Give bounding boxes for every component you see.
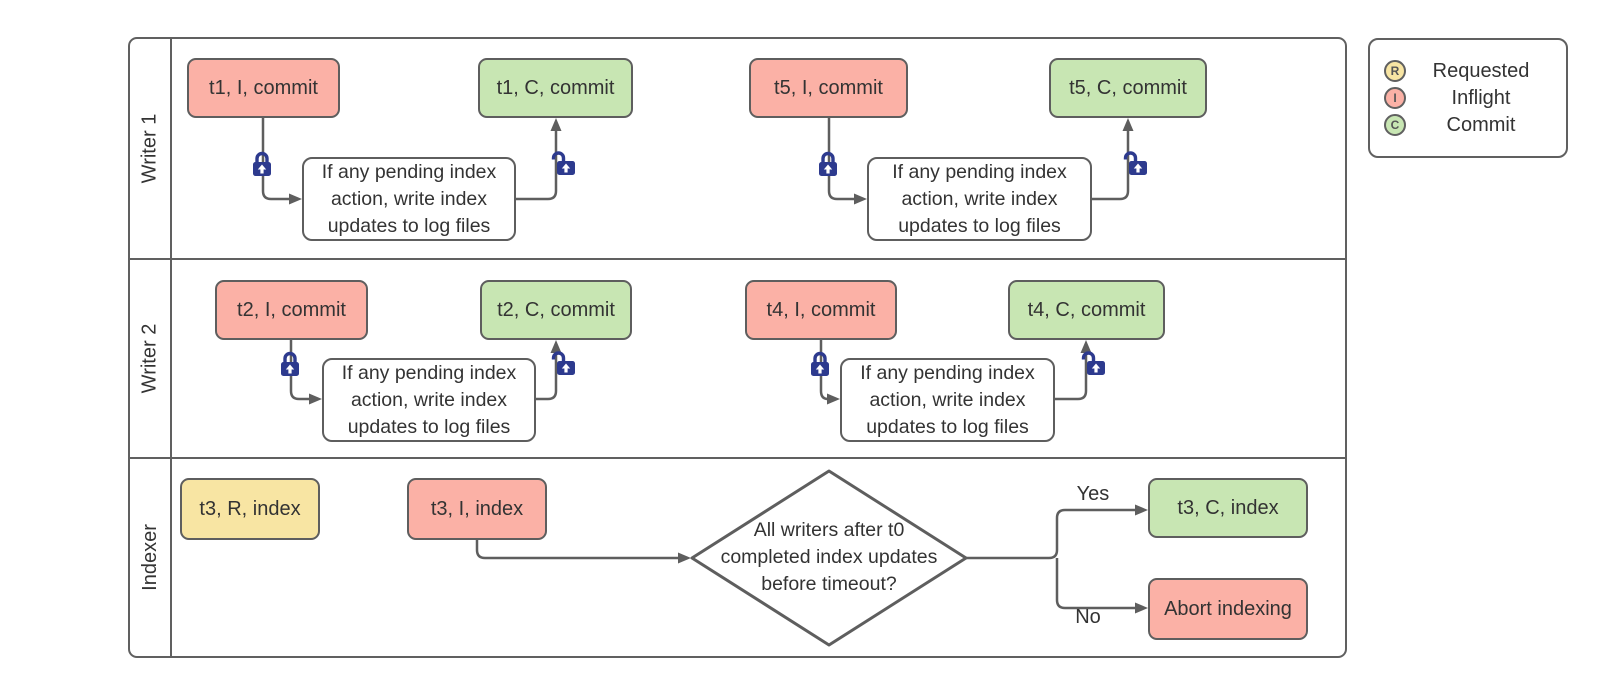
process-note-line: If any pending index bbox=[321, 160, 497, 183]
process-note-line: If any pending index bbox=[892, 160, 1067, 183]
decision-line: completed index updates bbox=[720, 546, 938, 568]
state-t4-commit: t4, C, commit bbox=[1008, 280, 1165, 340]
lane-writer1-label: Writer 1 bbox=[138, 113, 161, 184]
state-t5-commit: t5, C, commit bbox=[1049, 58, 1207, 118]
legend: R Requested I Inflight C Commit bbox=[1368, 38, 1568, 158]
lane-writer2-header: Writer 2 bbox=[130, 260, 172, 457]
process-note-writer1-b: If any pending index action, write index… bbox=[867, 157, 1092, 241]
state-t1-commit: t1, C, commit bbox=[478, 58, 633, 118]
lane-indexer: Indexer bbox=[130, 457, 1345, 656]
process-note-line: updates to log files bbox=[866, 415, 1029, 438]
lane-writer2-label: Writer 2 bbox=[138, 323, 161, 394]
open-lock-icon bbox=[1123, 151, 1147, 175]
lane-indexer-header: Indexer bbox=[130, 459, 172, 656]
open-lock-icon bbox=[551, 351, 575, 375]
state-t1-inflight: t1, I, commit bbox=[187, 58, 340, 118]
commit-state-icon: C bbox=[1384, 114, 1406, 136]
decision-label: All writers after t0 completed index upd… bbox=[714, 517, 944, 598]
process-note-writer1-a: If any pending index action, write index… bbox=[302, 157, 516, 241]
open-lock-icon bbox=[551, 151, 575, 175]
legend-row-requested: R Requested bbox=[1384, 58, 1556, 85]
process-note-line: action, write index bbox=[330, 187, 488, 210]
no-edge-label: No bbox=[1075, 606, 1101, 628]
process-note-line: If any pending index bbox=[341, 361, 517, 384]
state-t5-inflight: t5, I, commit bbox=[749, 58, 908, 118]
state-t4-inflight: t4, I, commit bbox=[745, 280, 897, 340]
requested-state-icon: R bbox=[1384, 60, 1406, 82]
yes-edge-label: Yes bbox=[1076, 483, 1110, 505]
process-note-writer2-a: If any pending index action, write index… bbox=[322, 358, 536, 442]
process-note-line: action, write index bbox=[901, 187, 1058, 210]
inflight-state-icon: I bbox=[1384, 87, 1406, 109]
state-abort-indexing: Abort indexing bbox=[1148, 578, 1308, 640]
closed-lock-icon bbox=[811, 351, 829, 376]
closed-lock-icon bbox=[253, 151, 271, 176]
decision-line: before timeout? bbox=[761, 573, 897, 595]
legend-row-inflight: I Inflight bbox=[1384, 85, 1556, 112]
state-t3-inflight: t3, I, index bbox=[407, 478, 547, 540]
process-note-line: updates to log files bbox=[327, 214, 491, 237]
legend-label-inflight: Inflight bbox=[1451, 86, 1511, 109]
process-note-line: action, write index bbox=[350, 388, 508, 411]
legend-row-commit: C Commit bbox=[1384, 112, 1556, 139]
decision-line: All writers after t0 bbox=[753, 519, 905, 541]
state-t3-requested: t3, R, index bbox=[180, 478, 320, 540]
state-t3-commit: t3, C, index bbox=[1148, 478, 1308, 538]
legend-label-requested: Requested bbox=[1432, 59, 1530, 82]
legend-label-commit: Commit bbox=[1446, 113, 1516, 136]
closed-lock-icon bbox=[819, 151, 837, 176]
process-note-line: updates to log files bbox=[898, 214, 1061, 237]
closed-lock-icon bbox=[281, 351, 299, 376]
state-t2-commit: t2, C, commit bbox=[480, 280, 632, 340]
open-lock-icon bbox=[1081, 351, 1105, 375]
lane-writer2: Writer 2 bbox=[130, 258, 1345, 457]
lane-indexer-label: Indexer bbox=[138, 524, 161, 591]
lane-writer1: Writer 1 bbox=[130, 39, 1345, 258]
process-note-line: updates to log files bbox=[347, 415, 511, 438]
process-note-line: If any pending index bbox=[860, 361, 1035, 384]
lane-writer1-header: Writer 1 bbox=[130, 39, 172, 258]
process-note-writer2-b: If any pending index action, write index… bbox=[840, 358, 1055, 442]
process-note-line: action, write index bbox=[869, 388, 1026, 411]
state-t2-inflight: t2, I, commit bbox=[215, 280, 368, 340]
